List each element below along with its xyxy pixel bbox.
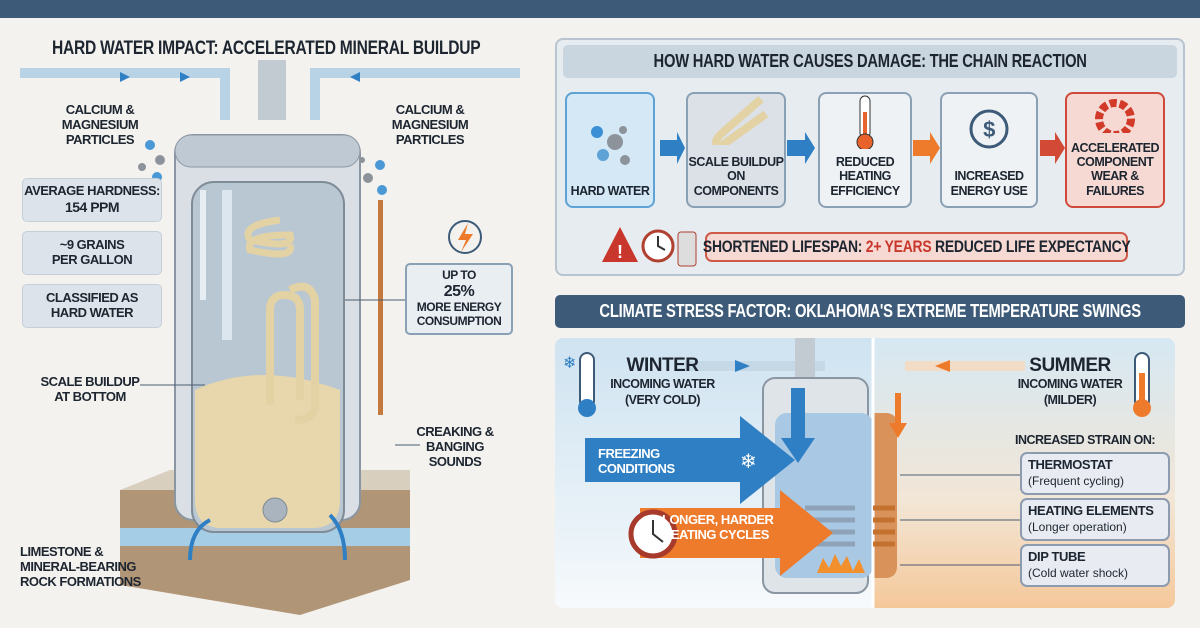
summer-line2: (MILDER) [1043, 393, 1097, 407]
chain-title-bar: HOW HARD WATER CAUSES DAMAGE: THE CHAIN … [563, 45, 1177, 78]
step-failure: ACCELERATED COMPONENT WEAR & FAILURES [1065, 92, 1165, 208]
climate-heater-illustration: ❄ ❄ [563, 338, 1151, 608]
climate-title: CLIMATE STRESS FACTOR: OKLAHOMA'S EXTREM… [599, 301, 1141, 321]
arrow-icon [1040, 132, 1065, 164]
top-banner [0, 0, 1200, 18]
step-label: HARD WATER [570, 183, 650, 198]
energy-line: UP TO [442, 268, 476, 283]
step-scale: SCALE BUILDUP ON COMPONENTS [686, 92, 786, 208]
arrow-icon [787, 132, 815, 164]
water-heater-illustration [20, 60, 520, 615]
summer-title: SUMMER [1029, 355, 1111, 376]
scale-label: SCALE BUILDUP AT BOTTOM [40, 374, 140, 404]
rock-label: LIMESTONE & MINERAL-BEARING ROCK FORMATI… [20, 544, 141, 589]
winter-line1: INCOMING WATER [610, 377, 715, 391]
arrow-icon [913, 132, 940, 164]
strain-detail: (Cold water shock) [1028, 565, 1129, 580]
strain-thermostat: THERMOSTAT(Frequent cycling) [1020, 452, 1170, 495]
energy-callout: UP TO 25% MORE ENERGY CONSUMPTION [405, 263, 513, 335]
step-label: REDUCED HEATING EFFICIENCY [830, 154, 900, 198]
climate-title-bar: CLIMATE STRESS FACTOR: OKLAHOMA'S EXTREM… [555, 295, 1185, 328]
freezing-label: FREEZING CONDITIONS [598, 446, 675, 476]
summer-line1: INCOMING WATER [1017, 377, 1123, 391]
thermometer-icon [578, 352, 596, 417]
scaled-element-icon [712, 95, 769, 145]
sounds-label: CREAKING & BANGING SOUNDS [416, 424, 494, 469]
particles-right-label: CALCIUM & MAGNESIUM PARTICLES [391, 102, 469, 147]
fact-line: ~9 GRAINS [59, 237, 125, 253]
lifespan-suffix: REDUCED LIFE EXPECTANCY [931, 237, 1131, 256]
strain-heating-elements: HEATING ELEMENTS(Longer operation) [1020, 498, 1170, 541]
svg-text:❄: ❄ [563, 353, 576, 372]
lifespan-highlight: 2+ YEARS [865, 237, 932, 256]
thermometer-icon [1133, 352, 1151, 417]
strain-detail: (Longer operation) [1028, 519, 1127, 534]
warning-clock-heater-icons: ! [602, 227, 697, 267]
step-label: ACCELERATED COMPONENT WEAR & FAILURES [1070, 140, 1160, 198]
fact-value: 154 ppm [64, 199, 120, 216]
lifespan-banner: SHORTENED LIFESPAN: 2+ YEARS REDUCED LIF… [702, 232, 1131, 262]
svg-text:$: $ [983, 117, 995, 142]
strain-dip-tube: DIP TUBE(Cold water shock) [1020, 544, 1170, 587]
chain-arrows [660, 132, 1065, 164]
step-label: INCREASED ENERGY USE [950, 169, 1028, 198]
strain-name: HEATING ELEMENTS [1028, 503, 1154, 518]
strain-name: DIP TUBE [1028, 549, 1086, 564]
step-efficiency: REDUCED HEATING EFFICIENCY [818, 92, 912, 208]
chain-title: HOW HARD WATER CAUSES DAMAGE: THE CHAIN … [653, 51, 1087, 71]
strain-detail: (Frequent cycling) [1028, 473, 1125, 488]
energy-cost-icon: $ [969, 109, 1009, 149]
svg-text:!: ! [617, 242, 623, 262]
broken-gear-icon [1095, 99, 1135, 133]
svg-text:❄: ❄ [740, 449, 757, 473]
winter-title: WINTER [626, 355, 699, 376]
energy-line: MORE ENERGY [416, 300, 502, 315]
particles-left-label: CALCIUM & MAGNESIUM PARTICLES [61, 102, 139, 147]
strain-name: THERMOSTAT [1028, 457, 1113, 472]
step-label: SCALE BUILDUP ON COMPONENTS [688, 154, 784, 198]
fact-hardness: AVERAGE HARDNESS:154 ppm [22, 178, 162, 222]
left-title: HARD WATER IMPACT: ACCELERATED MINERAL B… [52, 38, 481, 59]
strain-title: INCREASED STRAIN ON: [1015, 433, 1156, 447]
fact-line: AVERAGE HARDNESS: [24, 183, 160, 199]
lifespan-prefix: SHORTENED LIFESPAN: [702, 237, 866, 256]
fact-line: CLASSIFIED AS [46, 290, 138, 306]
longer-cycles-label: LONGER, HARDER HEATING CYCLES [662, 512, 774, 542]
water-particles-icon [591, 125, 630, 165]
step-energy: $ INCREASED ENERGY USE [940, 92, 1038, 208]
arrow-icon [660, 132, 685, 164]
fact-line: HARD WATER [50, 305, 134, 320]
thermometer-icon [856, 95, 874, 149]
fact-line: PER GALLON [51, 252, 133, 267]
energy-value: 25% [443, 282, 475, 300]
winter-line2: (VERY COLD) [624, 393, 701, 407]
energy-line: CONSUMPTION [416, 314, 502, 329]
step-hard-water: HARD WATER [565, 92, 655, 208]
